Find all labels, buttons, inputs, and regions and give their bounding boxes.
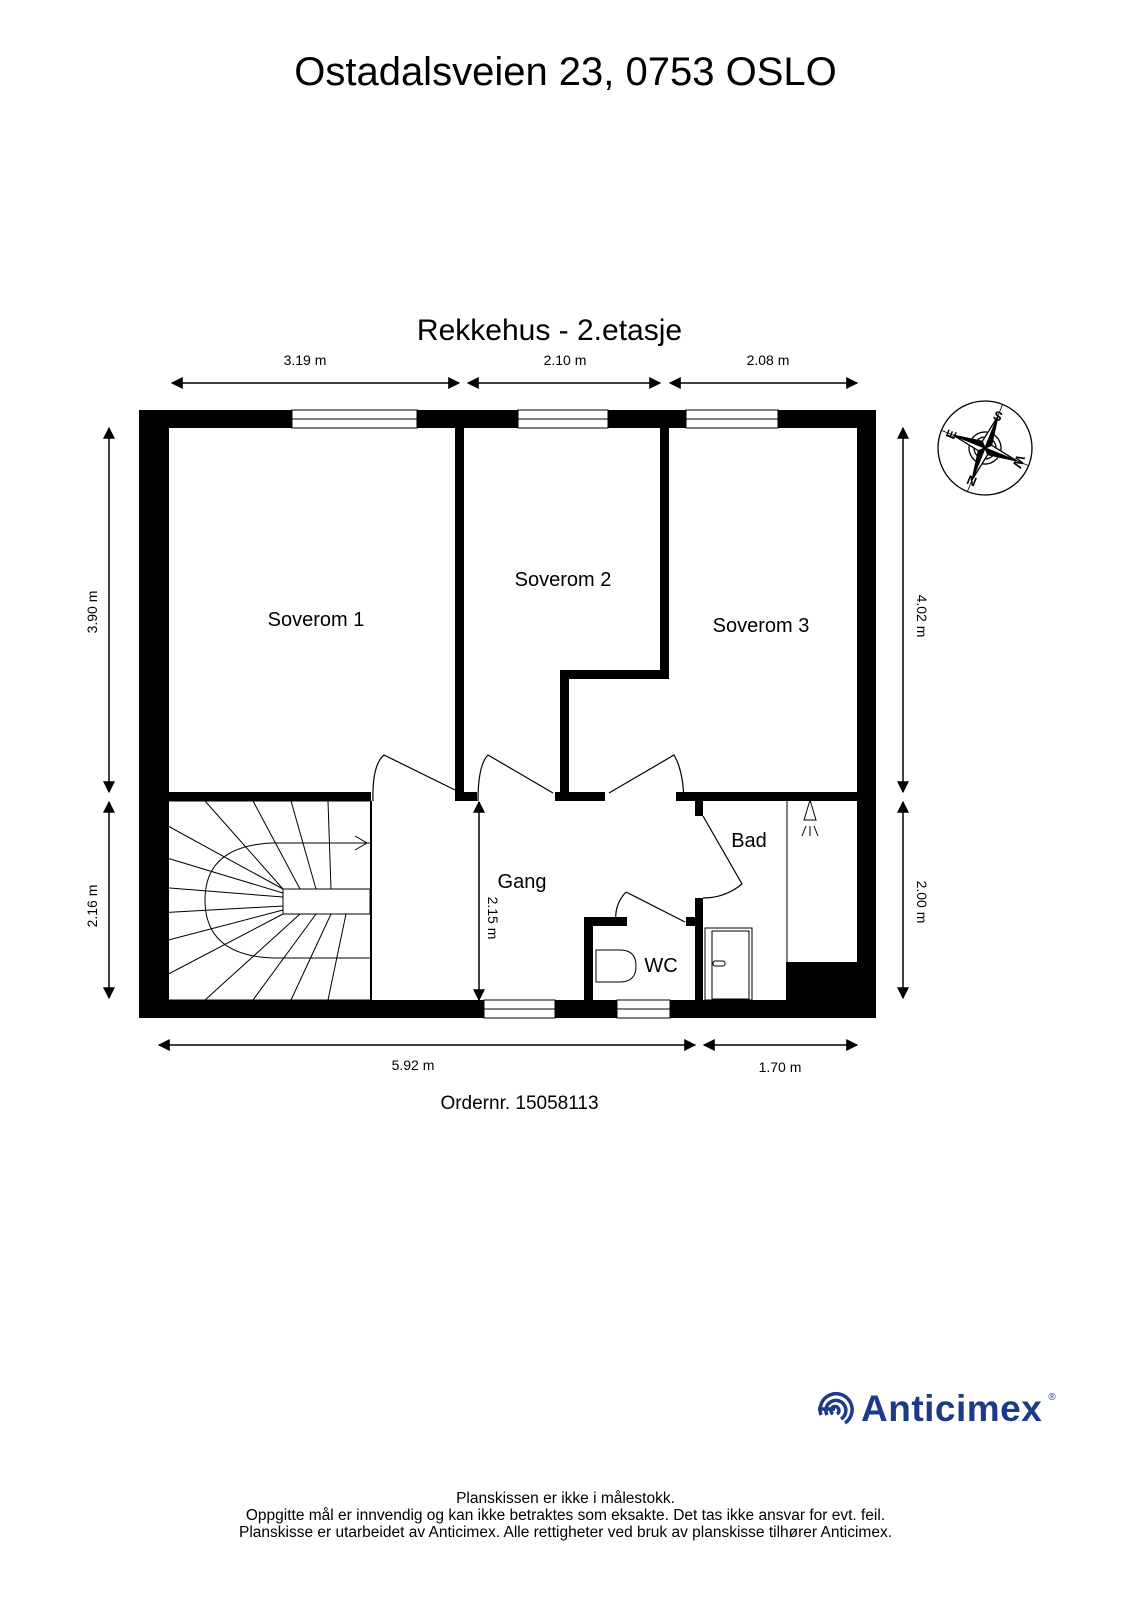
dimension-lines [103, 377, 909, 1051]
dim-left-2: 2.16 m [84, 885, 100, 928]
doors [372, 754, 743, 923]
bathroom-fixtures [595, 798, 819, 1001]
disclaimer: Planskissen er ikke i målestokk. Oppgitt… [0, 1490, 1131, 1541]
dim-top-1: 3.19 m [284, 352, 327, 368]
anticimex-logo-icon [818, 1392, 854, 1425]
disclaimer-line-2: Oppgitte mål er innvendig og kan ikke be… [245, 1507, 886, 1524]
staircase [156, 800, 372, 1001]
dim-top-2: 2.10 m [544, 352, 587, 368]
dim-left-1: 3.90 m [84, 591, 100, 634]
room-bad: Bad [731, 830, 767, 852]
registered-mark: ® [1048, 1392, 1056, 1403]
compass-label-e: E [943, 427, 960, 441]
dim-gang: 2.15 m [485, 897, 501, 940]
compass-label-w: W [1009, 453, 1028, 471]
dim-right-2: 2.00 m [914, 881, 930, 924]
room-gang: Gang [498, 871, 547, 893]
dim-bottom-1: 5.92 m [392, 1057, 435, 1073]
anticimex-logo: Anticimex ® [815, 1388, 1056, 1430]
dim-bottom-2: 1.70 m [759, 1059, 802, 1075]
anticimex-wordmark: Anticimex [861, 1388, 1043, 1429]
compass-icon: S W N E [937, 400, 1033, 496]
room-soverom-3: Soverom 3 [713, 615, 810, 637]
compass-label-s: S [991, 407, 1005, 424]
address-title: Ostadalsveien 23, 0753 OSLO [294, 50, 837, 94]
dim-top-3: 2.08 m [747, 352, 790, 368]
plan-title: Rekkehus - 2.etasje [416, 314, 683, 347]
dim-right-1: 4.02 m [914, 595, 930, 638]
room-wc: WC [644, 955, 677, 977]
room-soverom-2: Soverom 2 [515, 569, 612, 591]
disclaimer-line-1: Planskissen er ikke i målestokk. [456, 1490, 675, 1507]
disclaimer-line-3: Planskisse er utarbeidet av Anticimex. A… [238, 1524, 892, 1541]
compass-label-n: N [965, 472, 979, 489]
order-number: Ordernr. 15058113 [440, 1093, 599, 1114]
room-soverom-1: Soverom 1 [268, 609, 365, 631]
exterior-walls [139, 410, 876, 1018]
windows [291, 409, 779, 1019]
interior-walls [169, 428, 857, 1000]
